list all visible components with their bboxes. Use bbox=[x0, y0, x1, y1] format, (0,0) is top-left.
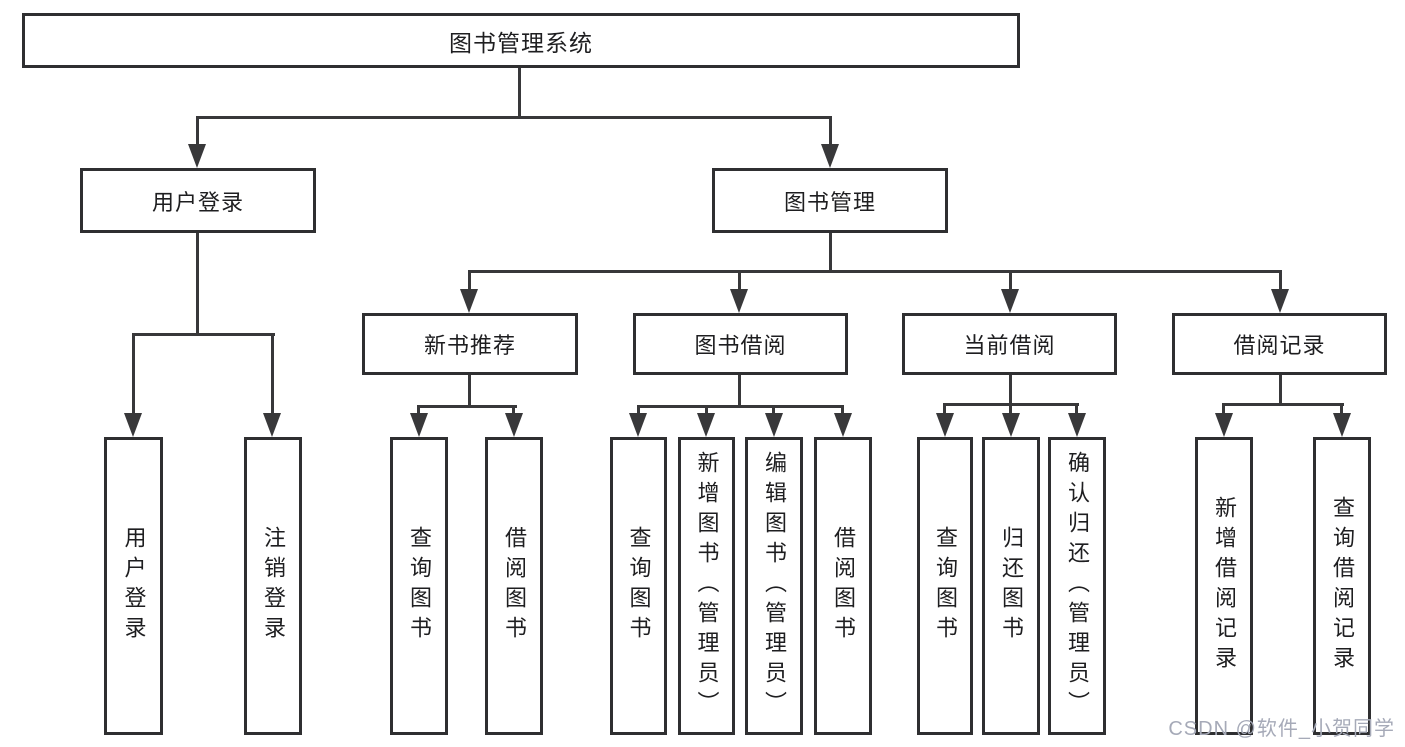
arrow-down-icon bbox=[1215, 413, 1233, 437]
node-label: 用户登录 bbox=[151, 189, 244, 215]
node-label: 查询图书 bbox=[407, 526, 432, 646]
node-label: 图书管理系统 bbox=[449, 29, 593, 56]
arrow-down-icon bbox=[1333, 413, 1351, 437]
node-label: 新书推荐 bbox=[423, 333, 516, 358]
node-label: 借阅记录 bbox=[1233, 333, 1326, 358]
node-label: 借阅图书 bbox=[502, 526, 527, 646]
node-label: 当前借阅 bbox=[963, 333, 1056, 358]
connector-line bbox=[468, 270, 1282, 273]
node-label: 用户登录 bbox=[121, 526, 147, 646]
connector-line bbox=[196, 116, 832, 119]
node-label: 查询借阅记录 bbox=[1330, 496, 1355, 676]
node-borrow-books-recommend: 借阅图书 bbox=[485, 437, 543, 735]
connector-line bbox=[1279, 270, 1282, 292]
arrow-down-icon bbox=[505, 413, 523, 437]
connector-line bbox=[738, 375, 741, 408]
connector-line bbox=[637, 405, 844, 408]
connector-line bbox=[829, 116, 832, 150]
arrow-down-icon bbox=[834, 413, 852, 437]
arrow-down-icon bbox=[1271, 289, 1289, 313]
node-label: 确认归还（管理员） bbox=[1065, 451, 1090, 721]
connector-line bbox=[132, 333, 135, 415]
node-edit-books-admin: 编辑图书（管理员） bbox=[745, 437, 803, 735]
arrow-down-icon bbox=[124, 413, 142, 437]
arrow-down-icon bbox=[460, 289, 478, 313]
connector-line bbox=[271, 333, 274, 415]
node-add-books-admin: 新增图书（管理员） bbox=[678, 437, 735, 735]
arrow-down-icon bbox=[410, 413, 428, 437]
node-library-management-system: 图书管理系统 bbox=[22, 13, 1020, 68]
node-new-book-recommendation: 新书推荐 bbox=[362, 313, 578, 375]
connector-line bbox=[1340, 403, 1343, 417]
connector-line bbox=[829, 233, 832, 273]
node-search-books-recommend: 查询图书 bbox=[390, 437, 448, 735]
node-borrowing-records: 借阅记录 bbox=[1172, 313, 1387, 375]
connector-line bbox=[1279, 375, 1282, 406]
connector-line bbox=[1009, 403, 1012, 417]
node-label: 借阅图书 bbox=[831, 526, 856, 646]
arrow-down-icon bbox=[1068, 413, 1086, 437]
node-search-borrow-record: 查询借阅记录 bbox=[1313, 437, 1371, 735]
node-label: 查询图书 bbox=[933, 526, 958, 646]
connector-line bbox=[417, 405, 420, 419]
connector-line bbox=[468, 375, 471, 408]
arrow-down-icon bbox=[1001, 289, 1019, 313]
node-label: 注销登录 bbox=[261, 526, 286, 646]
arrow-down-icon bbox=[730, 289, 748, 313]
node-search-books-current: 查询图书 bbox=[917, 437, 973, 735]
connector-line bbox=[1009, 375, 1012, 406]
connector-line bbox=[772, 405, 775, 419]
connector-line bbox=[1222, 403, 1225, 417]
node-label: 新增图书（管理员） bbox=[694, 451, 720, 721]
arrow-down-icon bbox=[765, 413, 783, 437]
connector-line bbox=[196, 116, 199, 150]
connector-line bbox=[841, 405, 844, 419]
node-logout: 注销登录 bbox=[244, 437, 302, 735]
node-user-login-leaf: 用户登录 bbox=[104, 437, 163, 735]
arrow-down-icon bbox=[697, 413, 715, 437]
node-search-books-borrowing: 查询图书 bbox=[610, 437, 667, 735]
connector-line bbox=[705, 405, 708, 419]
arrow-down-icon bbox=[188, 144, 206, 168]
arrow-down-icon bbox=[936, 413, 954, 437]
connector-line bbox=[468, 270, 471, 292]
connector-line bbox=[1009, 270, 1012, 292]
node-confirm-return-admin: 确认归还（管理员） bbox=[1048, 437, 1106, 735]
node-label: 查询图书 bbox=[626, 526, 652, 646]
node-book-borrowing: 图书借阅 bbox=[633, 313, 848, 375]
node-add-borrow-record: 新增借阅记录 bbox=[1195, 437, 1253, 735]
node-label: 图书借阅 bbox=[694, 333, 787, 358]
node-label: 归还图书 bbox=[999, 526, 1024, 646]
node-book-management: 图书管理 bbox=[712, 168, 948, 233]
connector-line bbox=[1075, 403, 1078, 417]
node-borrow-books: 借阅图书 bbox=[814, 437, 872, 735]
connector-line bbox=[512, 405, 515, 419]
csdn-watermark: CSDN @软件_小贺同学 bbox=[1168, 718, 1395, 740]
connector-line bbox=[518, 68, 521, 118]
node-label: 图书管理 bbox=[783, 189, 876, 215]
connector-line bbox=[417, 405, 517, 408]
connector-line bbox=[196, 233, 199, 336]
arrow-down-icon bbox=[263, 413, 281, 437]
node-current-borrowing: 当前借阅 bbox=[902, 313, 1117, 375]
connector-line bbox=[1222, 403, 1344, 406]
connector-line bbox=[132, 333, 275, 336]
connector-line bbox=[943, 403, 946, 417]
arrow-down-icon bbox=[821, 144, 839, 168]
node-return-books: 归还图书 bbox=[982, 437, 1040, 735]
arrow-down-icon bbox=[1002, 413, 1020, 437]
arrow-down-icon bbox=[629, 413, 647, 437]
node-user-login: 用户登录 bbox=[80, 168, 316, 233]
node-label: 编辑图书（管理员） bbox=[762, 451, 787, 721]
connector-line bbox=[637, 405, 640, 419]
connector-line bbox=[738, 270, 741, 292]
node-label: 新增借阅记录 bbox=[1212, 496, 1237, 676]
